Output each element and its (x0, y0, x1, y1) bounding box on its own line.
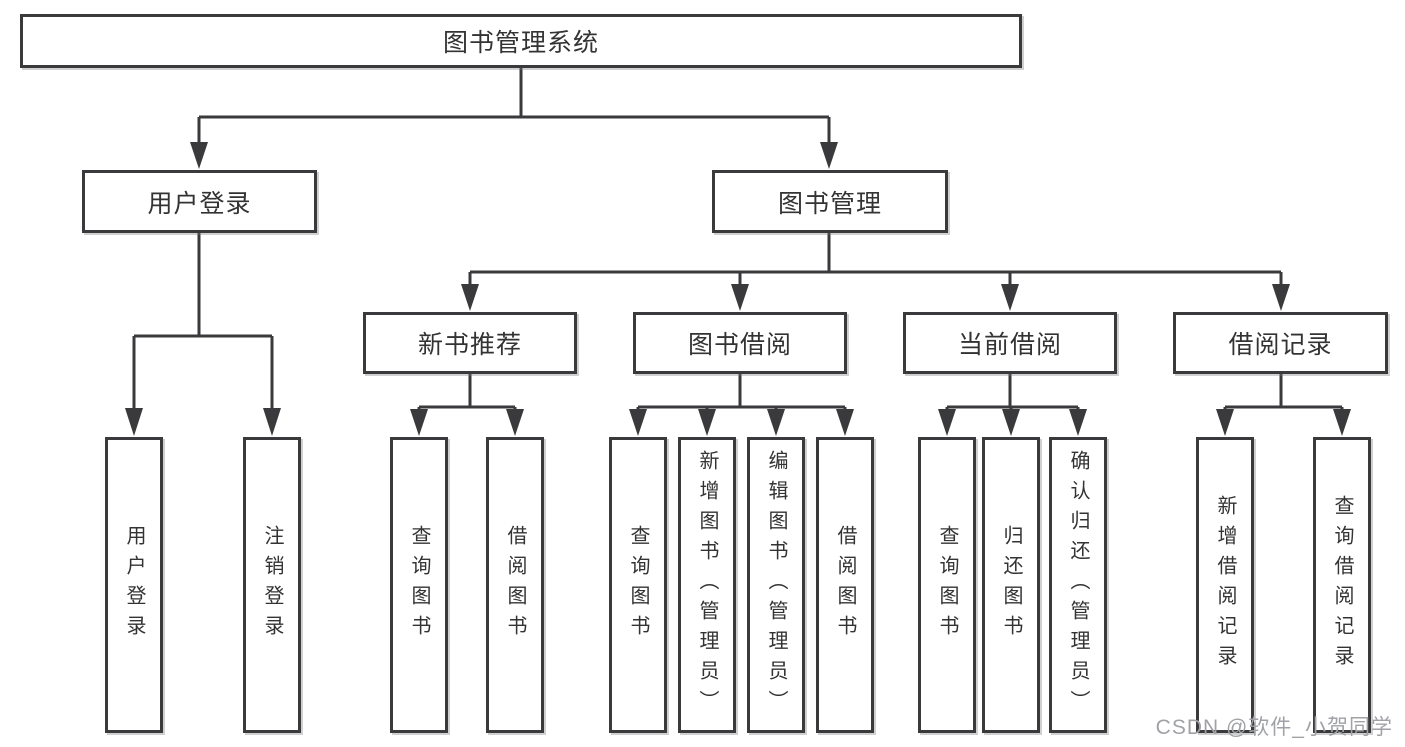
node-label: 图书管理系统 (442, 29, 599, 57)
node-label: 新增图书（管理员） (696, 450, 718, 720)
leaf-recommend-borrow-books: 借阅图书 (486, 437, 544, 733)
node-borrowing-records: 借阅记录 (1173, 312, 1388, 374)
leaf-logout: 注销登录 (243, 437, 301, 733)
leaf-borrowing-borrow-books: 借阅图书 (816, 437, 874, 733)
connector-user-login (132, 233, 274, 410)
connector-book-management (468, 233, 1283, 285)
leaf-borrowing-query-books: 查询图书 (609, 437, 667, 733)
node-label: 借阅图书 (504, 525, 526, 645)
connector-root (197, 67, 831, 144)
node-user-login: 用户登录 (82, 170, 317, 233)
leaf-user-login: 用户登录 (105, 437, 163, 733)
node-label: 归还图书 (1000, 525, 1022, 645)
watermark: CSDN @软件_小贺同学 (1155, 716, 1393, 739)
node-label: 用户登录 (147, 189, 252, 218)
node-label: 当前借阅 (957, 331, 1062, 359)
node-label: 图书管理 (777, 189, 882, 218)
node-label: 编辑图书（管理员） (765, 450, 787, 720)
leaf-current-confirm-return-admin: 确认归还（管理员） (1049, 437, 1107, 733)
connector-new-book-recommend (417, 374, 517, 410)
node-label: 注销登录 (261, 525, 283, 645)
node-label: 查询图书 (627, 525, 649, 645)
leaf-borrowing-edit-books-admin: 编辑图书（管理员） (747, 437, 805, 733)
node-label: 借阅记录 (1228, 331, 1333, 359)
leaf-records-query-borrow-record: 查询借阅记录 (1313, 437, 1371, 733)
leaf-recommend-query-books: 查询图书 (390, 437, 448, 733)
node-library-management-system: 图书管理系统 (20, 14, 1022, 68)
leaf-current-query-books: 查询图书 (918, 437, 976, 733)
connector-current-borrowing (945, 374, 1080, 410)
node-current-borrowing: 当前借阅 (903, 312, 1117, 374)
connector-book-borrowing (636, 374, 847, 410)
node-book-management: 图书管理 (712, 170, 948, 233)
node-label: 新增借阅记录 (1214, 495, 1236, 675)
node-label: 借阅图书 (834, 525, 856, 645)
connector-borrowing-records (1223, 374, 1344, 410)
node-new-book-recommend: 新书推荐 (363, 312, 577, 374)
node-label: 图书借阅 (687, 331, 792, 359)
node-label: 确认归还（管理员） (1067, 450, 1089, 720)
node-label: 查询借阅记录 (1331, 495, 1353, 675)
leaf-borrowing-add-books-admin: 新增图书（管理员） (678, 437, 736, 733)
arrowheads (125, 142, 1351, 436)
node-label: 新书推荐 (417, 331, 522, 359)
node-label: 查询图书 (408, 525, 430, 645)
leaf-records-add-borrow-record: 新增借阅记录 (1196, 437, 1254, 733)
node-book-borrowing: 图书借阅 (633, 312, 847, 374)
leaf-current-return-books: 归还图书 (982, 437, 1040, 733)
node-label: 查询图书 (936, 525, 958, 645)
node-label: 用户登录 (123, 525, 145, 645)
